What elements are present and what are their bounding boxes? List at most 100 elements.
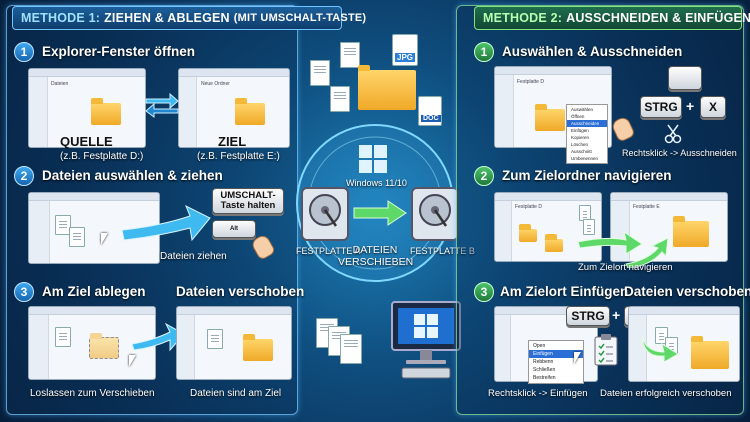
m1-win-a-title: Dateien xyxy=(51,81,69,87)
scissors-icon xyxy=(664,124,682,144)
folder-icon xyxy=(535,104,565,131)
ctx-item-paste[interactable]: Einfügen xyxy=(529,350,583,358)
m2-step3-title-right: Dateien verschoben xyxy=(624,284,750,299)
ctx-item[interactable]: Umbenennen xyxy=(571,156,599,161)
folder-icon xyxy=(235,98,265,125)
m2-step3-title: Am Zielort Einfügen xyxy=(500,284,629,299)
mouse-cursor-icon xyxy=(574,352,581,364)
folder-icon xyxy=(519,224,537,242)
m1-step3-caption-left: Loslassen zum Verschieben xyxy=(30,388,155,399)
m2-step3-caption-right: Dateien erfolgreich verschoben xyxy=(600,388,732,399)
m1-target-label: ZIEL xyxy=(218,134,247,149)
m1-step1-title: Explorer-Fenster öffnen xyxy=(42,44,196,59)
m2-step2-title: Zum Zielordner navigieren xyxy=(502,168,672,183)
m2-step3-window-right[interactable] xyxy=(628,306,740,382)
ctx-item[interactable]: Einfügen xyxy=(571,128,589,133)
m2-step1-number: 1 xyxy=(474,42,494,62)
method2-header: METHODE 2: AUSSCHNEIDEN & EINFÜGEN xyxy=(474,6,750,30)
shift-key-label: UMSCHALT- Taste halten xyxy=(220,190,276,211)
x-key[interactable]: X xyxy=(700,96,726,118)
m1-step1-window-target[interactable]: Neue Ordner xyxy=(178,68,290,148)
method1-title-rest: ZIEHEN & ABLEGEN xyxy=(104,11,230,25)
m1-step2-caption: Dateien ziehen xyxy=(160,251,227,262)
m2-step2-win-a: Festplatte D xyxy=(515,204,542,210)
windows-logo-icon xyxy=(359,145,387,173)
m2-step2-window-target[interactable]: Festplatte E xyxy=(610,192,728,262)
m1-step1-window-source[interactable]: Dateien xyxy=(28,68,146,148)
document-icon xyxy=(330,86,350,112)
folder-icon xyxy=(89,333,119,359)
folder-icon xyxy=(545,234,563,252)
m1-step2-number: 2 xyxy=(14,166,34,186)
document-icon xyxy=(55,327,71,347)
method2-title-rest: AUSSCHNEIDEN & EINFÜGEN xyxy=(566,11,750,25)
blank-key xyxy=(668,66,702,90)
m1-step3-title-right: Dateien verschoben xyxy=(176,284,305,299)
doc-tag: DOC xyxy=(421,115,441,122)
m1-step3-number: 3 xyxy=(14,282,34,302)
m2-step1-title: Auswählen & Ausschneiden xyxy=(502,44,683,59)
folder-icon xyxy=(673,216,709,247)
m2-win-title: Festplatte D xyxy=(517,79,544,85)
method1-title-paren: (MIT UMSCHALT-TASTE) xyxy=(233,12,367,24)
document-icon xyxy=(340,42,360,68)
m1-step2-window[interactable] xyxy=(28,192,160,264)
document-icon xyxy=(69,227,85,247)
strg-key[interactable]: STRG xyxy=(640,96,682,118)
alt-key[interactable]: Alt xyxy=(212,220,256,238)
shift-key[interactable]: UMSCHALT- Taste halten xyxy=(212,188,284,214)
os-label: Windows 11/10 xyxy=(346,178,407,188)
strg-key-label-2: STRG xyxy=(571,309,605,323)
document-icon xyxy=(583,219,595,235)
jpg-file-icon: JPG xyxy=(392,34,418,66)
strg-key-label: STRG xyxy=(644,100,678,114)
folder-icon xyxy=(91,98,121,125)
ctx-item[interactable]: Auswählen xyxy=(571,107,594,112)
document-icon xyxy=(310,60,330,86)
drag-arrow-icon xyxy=(121,204,211,242)
clipboard-icon xyxy=(594,334,618,366)
m2-step2-caption: Zum Zielort navigieren xyxy=(578,262,673,273)
exchange-arrows-icon xyxy=(145,92,179,118)
doc-file-icon: DOC xyxy=(418,96,442,126)
alt-key-label: Alt xyxy=(230,226,238,232)
plus-sign: + xyxy=(686,98,695,114)
folder-icon xyxy=(243,334,273,361)
m1-target-sub: (z.B. Festplatte E:) xyxy=(197,151,280,162)
hard-drive-b-icon xyxy=(411,187,459,241)
document-icon xyxy=(55,215,71,235)
m1-source-sub: (z.B. Festplatte D:) xyxy=(60,151,144,162)
ctx-item[interactable]: Löschen xyxy=(571,142,589,147)
method1-title-prefix: METHODE 1: xyxy=(21,11,101,25)
m1-step3-title: Am Ziel ablegen xyxy=(42,284,146,299)
navigate-arrow-icon xyxy=(577,230,669,268)
m2-step2-number: 2 xyxy=(474,166,494,186)
m2-step1-caption: Rechtsklick -> Ausschneiden xyxy=(622,148,737,158)
document-icon xyxy=(207,329,223,349)
center-caption: DATEIEN VERSCHIEBEN xyxy=(338,244,414,268)
folder-icon xyxy=(358,65,416,110)
ctx-item-cut[interactable]: Ausschneiden xyxy=(567,120,607,127)
m2-step2-win-b: Festplatte E xyxy=(633,204,660,210)
paste-arrow-icon xyxy=(641,335,679,362)
m1-step2-title: Dateien auswählen & ziehen xyxy=(42,168,223,183)
ctx-item[interactable]: Kopieren xyxy=(571,135,590,140)
plus-sign-2: + xyxy=(612,307,621,323)
document-icon xyxy=(340,334,362,364)
x-key-label: X xyxy=(708,100,717,114)
m1-step3-window-right[interactable] xyxy=(176,306,292,380)
folder-icon xyxy=(691,336,729,369)
ctx-item[interactable]: Bestreifen xyxy=(533,375,556,381)
ctx-item[interactable]: Ausschnitt xyxy=(571,149,592,154)
ctx-item[interactable]: Open xyxy=(533,343,546,349)
m2-step3-caption-left: Rechtsklick -> Einfügen xyxy=(488,388,588,399)
m1-source-label: QUELLE xyxy=(60,134,113,149)
m2-context-menu-cut[interactable]: Auswählen Öffnen Ausschneiden Einfügen K… xyxy=(566,104,608,164)
mouse-cursor-icon xyxy=(129,355,136,367)
hard-drive-a-icon xyxy=(301,187,349,241)
ctx-item[interactable]: Rebbenn xyxy=(533,359,554,365)
strg-key[interactable]: STRG xyxy=(566,306,610,326)
ctx-item[interactable]: Schließen xyxy=(533,367,556,373)
ctx-item[interactable]: Öffnen xyxy=(571,114,585,119)
m2-step2-window-source[interactable]: Festplatte D xyxy=(494,192,602,262)
